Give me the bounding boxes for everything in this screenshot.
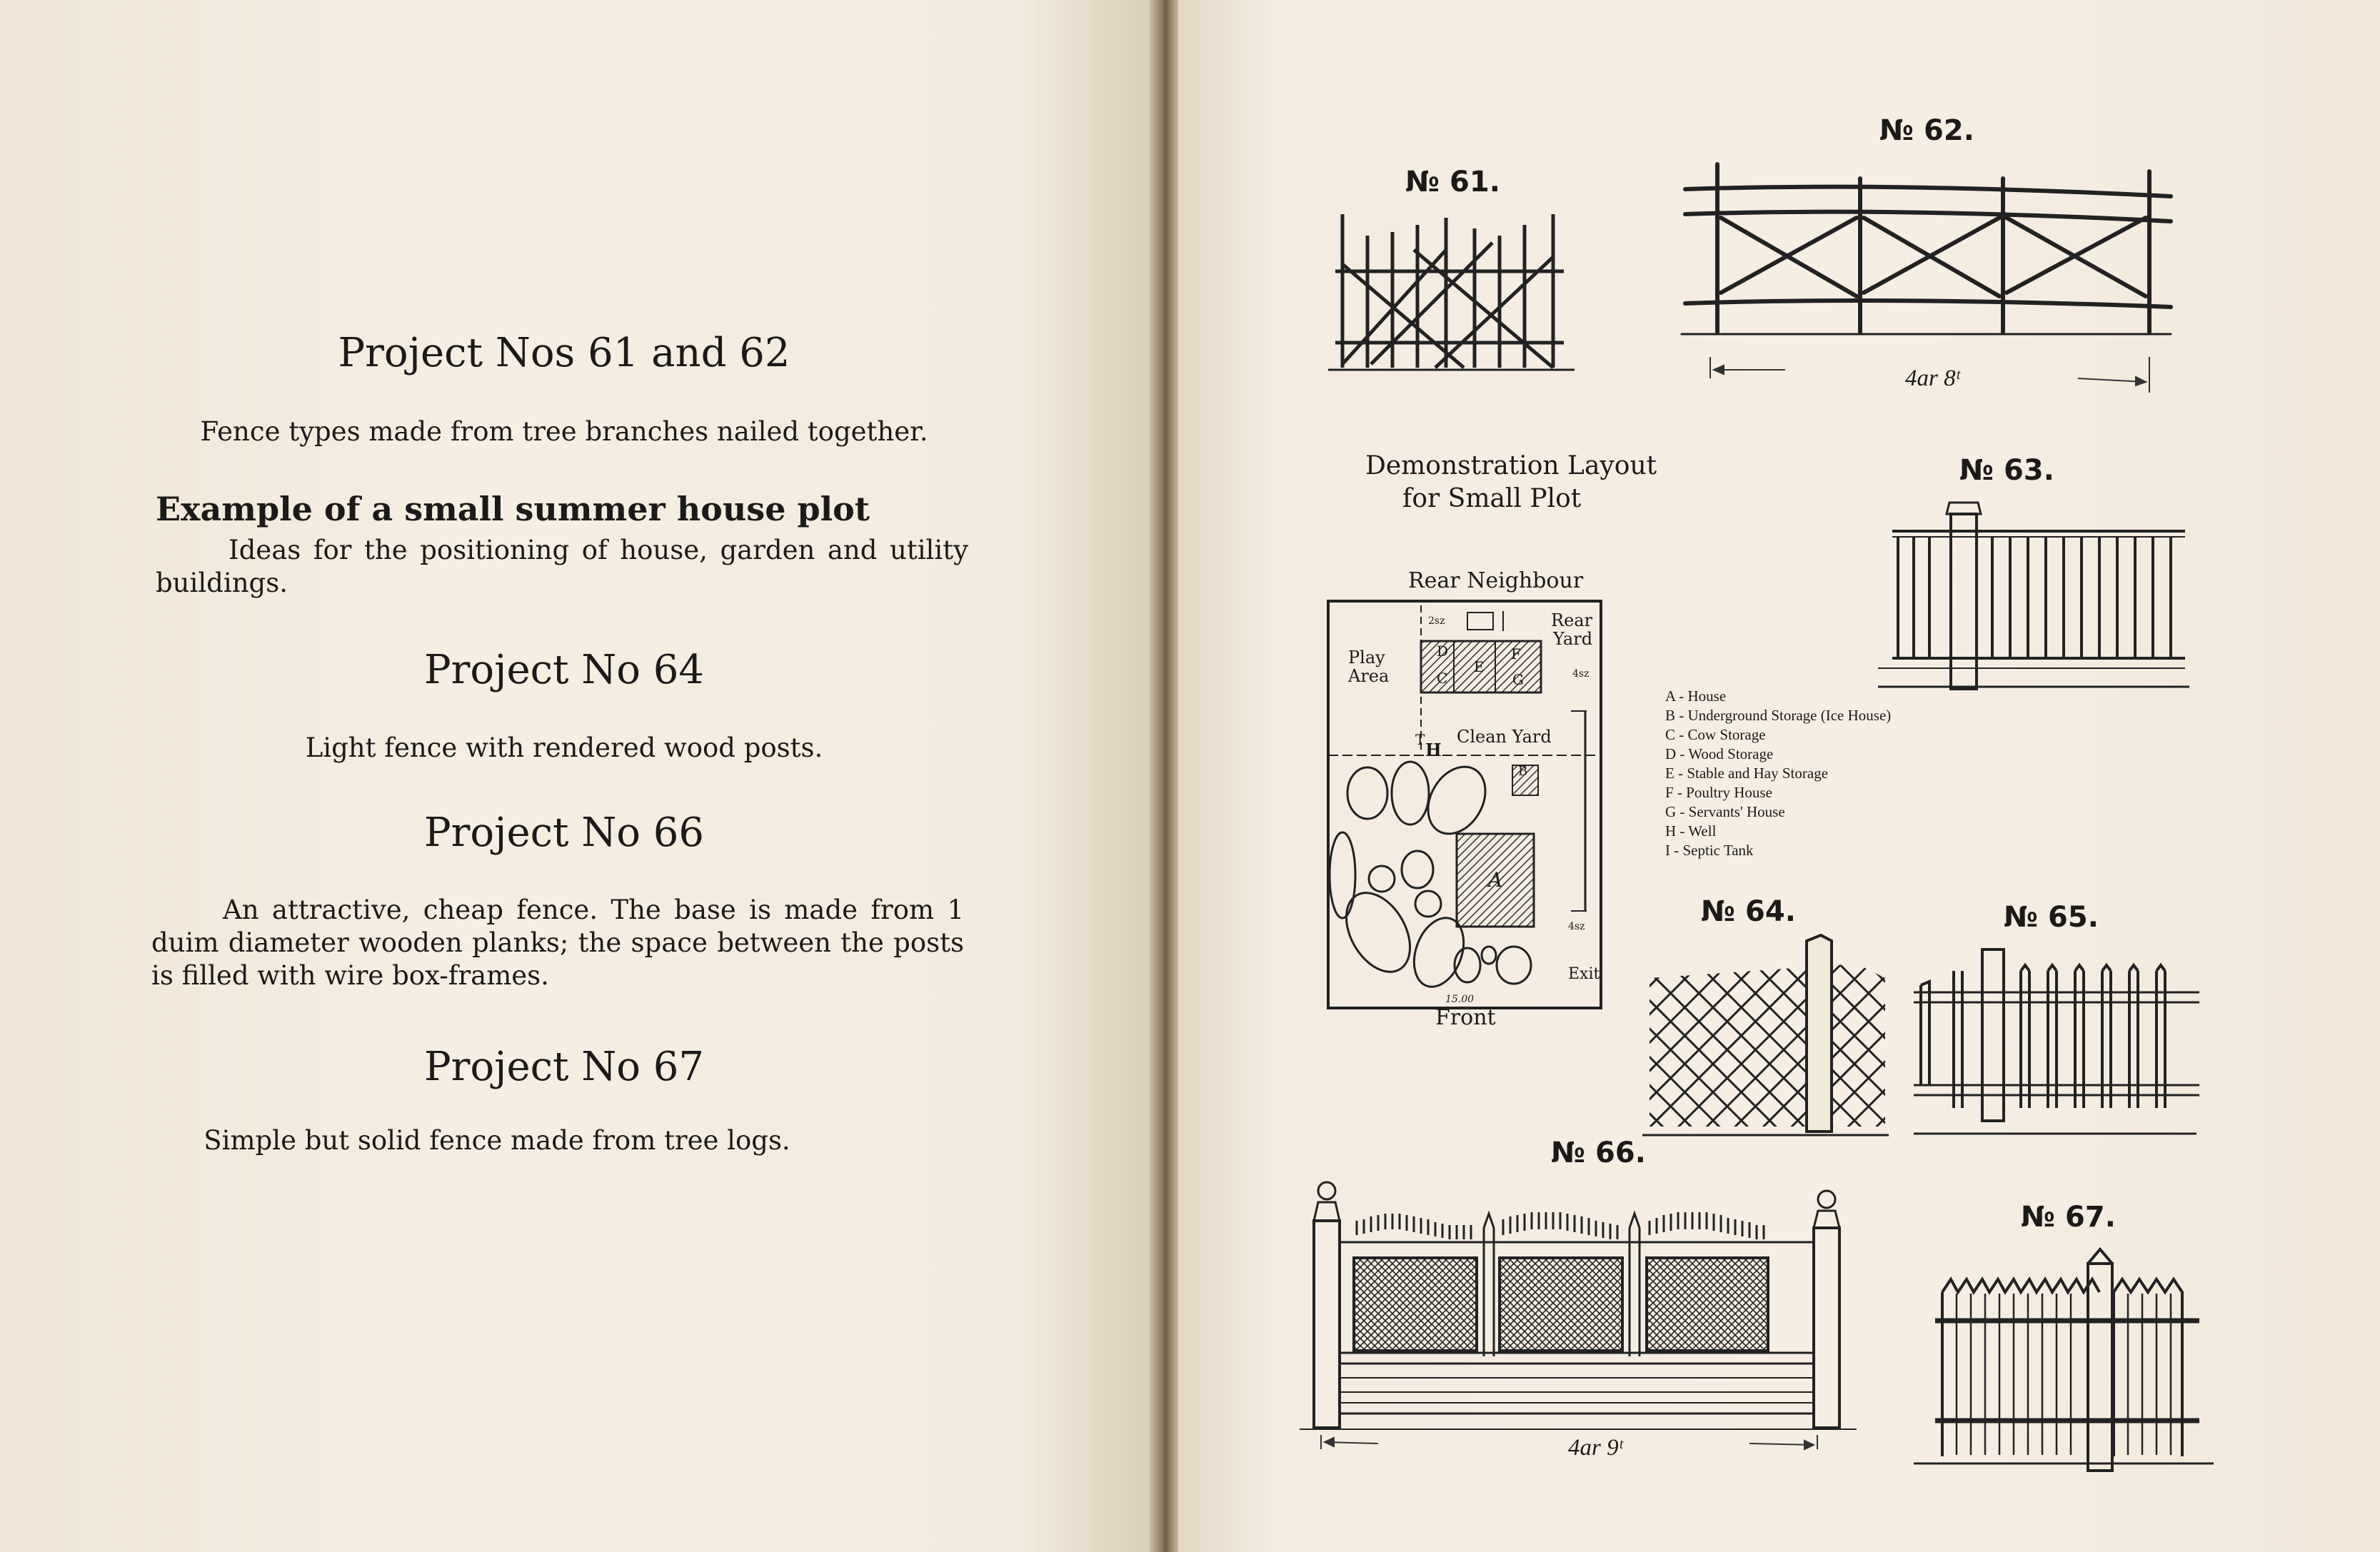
left-page: Project Nos 61 and 62 Fence types made f…: [0, 0, 1157, 1552]
figure-label-66: № 66.: [1551, 1137, 1646, 1169]
legend-item-a: A - House: [1665, 687, 1727, 705]
figure-label-62: № 62.: [1879, 114, 1974, 147]
plan-scale-right-1: 4sz: [1572, 668, 1590, 680]
example-description: Ideas for the positioning of house, gard…: [156, 535, 968, 598]
project-66-heading: Project No 66: [423, 810, 705, 856]
plan-play-area-line-2: Area: [1348, 666, 1390, 686]
fence-63-drawing: [1878, 501, 2189, 690]
layout-title-line-2: for Small Plot: [1402, 484, 1582, 513]
legend-item-e: E - Stable and Hay Storage: [1665, 765, 1829, 782]
plan-play-area-label: Play Area: [1348, 648, 1389, 685]
legend-item-c: C - Cow Storage: [1665, 726, 1766, 743]
plan-letter-c: C: [1437, 670, 1448, 687]
plan-letter-t: T: [1415, 731, 1425, 748]
legend-item-g: G - Servants' House: [1665, 803, 1785, 820]
plan-scale-top: 2sz: [1428, 615, 1445, 627]
fence-64-drawing: [1642, 933, 1889, 1137]
plan-scale-right-2: 4sz: [1568, 921, 1585, 932]
fence-67-drawing: [1914, 1246, 2214, 1472]
plan-letter-b: B: [1518, 764, 1528, 779]
dimension-66: 4ar 9ᵗ: [1568, 1435, 1623, 1461]
plan-legend: A - House B - Underground Storage (Ice H…: [1665, 687, 1891, 860]
legend-item-d: D - Wood Storage: [1665, 745, 1774, 762]
plan-play-area-line-1: Play: [1348, 647, 1385, 667]
dimension-62: 4ar 8ᵗ: [1905, 366, 1960, 391]
plan-letter-g: G: [1512, 671, 1524, 688]
plan-rear-yard-label: Rear Yard: [1551, 611, 1592, 648]
figure-label-64: № 64.: [1701, 895, 1796, 928]
fence-62-drawing: [1680, 162, 2173, 393]
fence-61-drawing: [1328, 214, 1575, 371]
project-64-heading: Project No 64: [423, 647, 705, 693]
plan-letter-e: E: [1474, 658, 1485, 675]
site-plan-drawing: [1327, 600, 1602, 1009]
plan-scale-bottom: 15.00: [1445, 994, 1475, 1005]
plan-letter-a: A: [1488, 868, 1503, 892]
legend-item-i: I - Septic Tank: [1665, 842, 1754, 859]
figure-label-67: № 67.: [2021, 1201, 2116, 1234]
layout-title-line-1: Demonstration Layout: [1365, 451, 1657, 480]
project-64-description: Light fence with rendered wood posts.: [305, 732, 823, 763]
figure-label-63: № 63.: [1959, 454, 2054, 487]
fence-66-drawing: [1300, 1181, 1857, 1451]
legend-item-f: F - Poultry House: [1665, 784, 1772, 801]
figure-label-65: № 65.: [2004, 901, 2099, 934]
legend-item-b: B - Underground Storage (Ice House): [1665, 707, 1892, 724]
plan-letter-f: F: [1511, 645, 1521, 662]
book-gutter: [1150, 0, 1178, 1552]
plan-letter-d: D: [1437, 643, 1449, 660]
example-heading: Example of a small summer house plot: [156, 490, 870, 528]
plan-clean-yard-label: Clean Yard: [1457, 727, 1552, 747]
layout-title: Demonstration Layout for Small Plot: [1365, 450, 1657, 515]
plan-rear-yard-line-1: Rear: [1551, 610, 1593, 630]
plan-front-label: Front: [1435, 1005, 1496, 1030]
project-66-description: An attractive, cheap fence. The base is …: [151, 895, 964, 991]
figure-label-61: № 61.: [1405, 166, 1500, 198]
plan-exit-label: Exit: [1568, 965, 1600, 983]
fence-65-drawing: [1914, 948, 2199, 1135]
project-61-62-description: Fence types made from tree branches nail…: [200, 416, 928, 447]
project-61-62-heading: Project Nos 61 and 62: [338, 330, 790, 376]
plan-rear-neighbour-label: Rear Neighbour: [1408, 568, 1584, 593]
plan-letter-h: H: [1425, 740, 1442, 760]
project-67-description: Simple but solid fence made from tree lo…: [204, 1125, 790, 1156]
plan-rear-yard-line-2: Yard: [1552, 629, 1593, 649]
legend-item-h: H - Well: [1665, 822, 1717, 840]
project-67-heading: Project No 67: [423, 1044, 705, 1090]
